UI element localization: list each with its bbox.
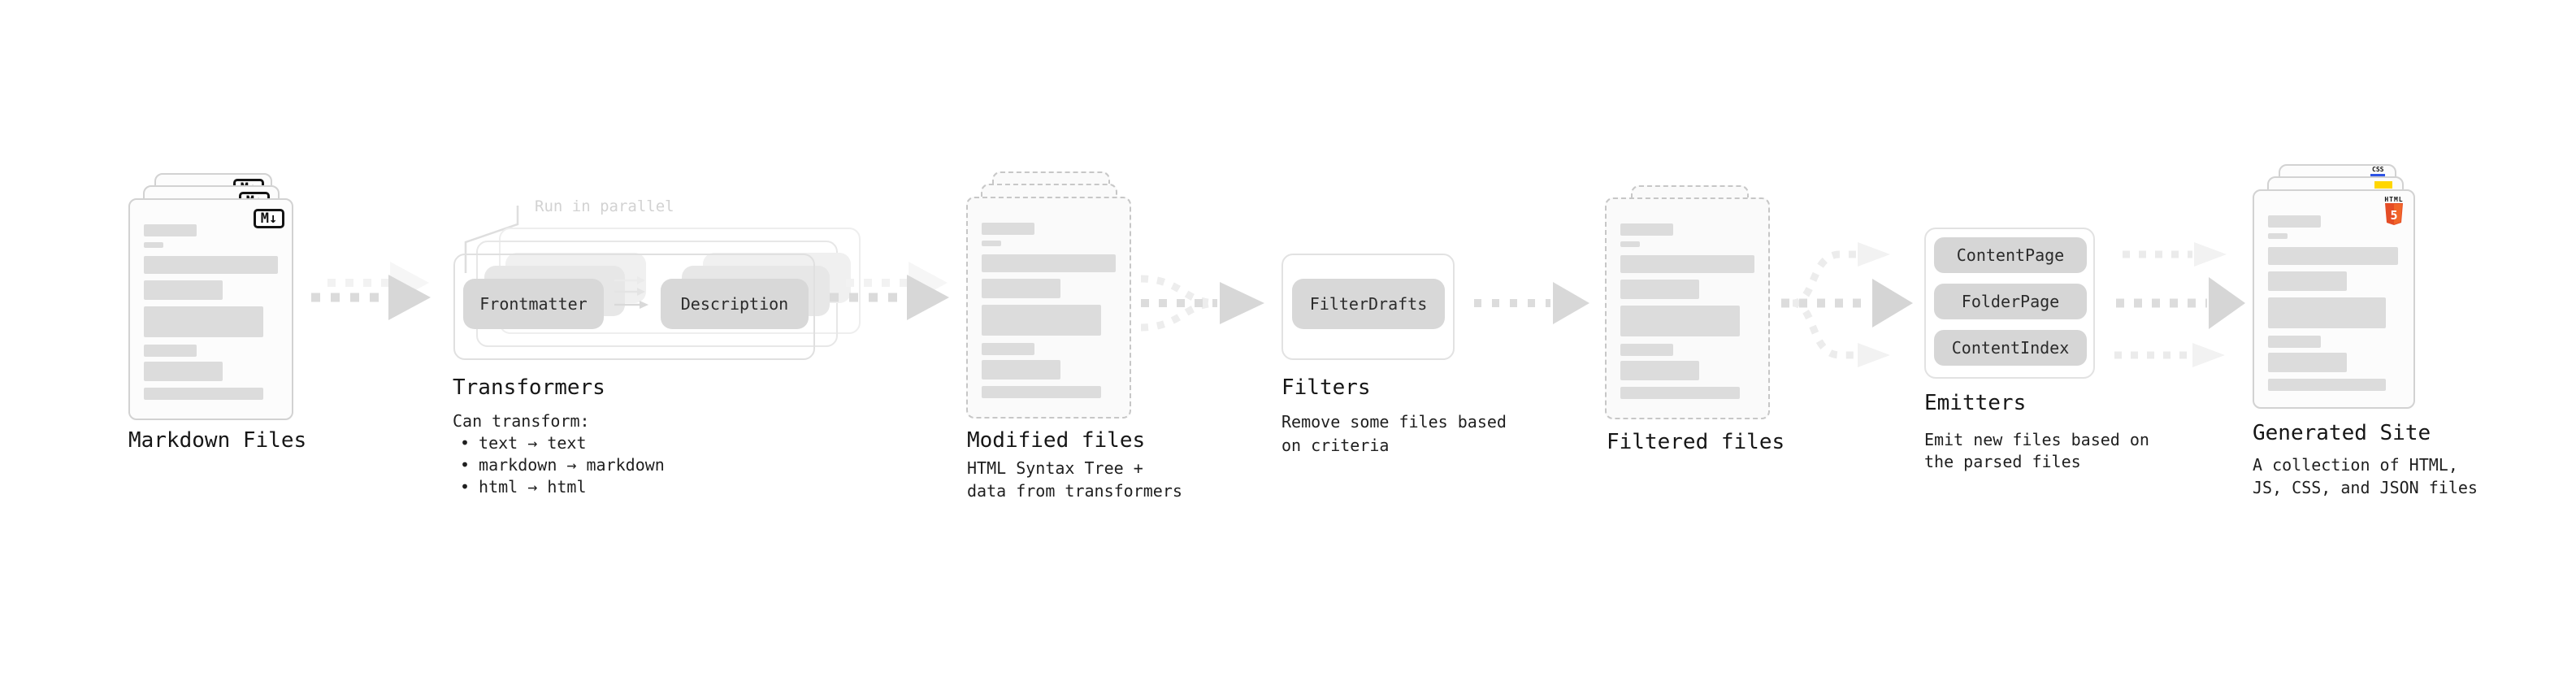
css-icon: CSS (2370, 166, 2386, 177)
js-icon (2374, 181, 2392, 189)
caption-line: on criteria (1281, 436, 1390, 455)
emitters-caption: Emit new files based on the parsed files (1924, 429, 2149, 473)
placeholder-bar (982, 305, 1101, 336)
caption-line: JS, CSS, and JSON files (2253, 478, 2478, 497)
bullet-line: • text → text (453, 432, 665, 454)
caption-line: HTML Syntax Tree + (967, 458, 1143, 478)
caption-line: data from transformers (967, 481, 1182, 501)
placeholder-bar (2268, 336, 2321, 348)
caption-line: Emit new files based on (1924, 430, 2149, 449)
placeholder-bar (982, 279, 1060, 298)
html5-icon-word: HTML (2384, 196, 2404, 203)
placeholder-bar (2268, 247, 2398, 265)
placeholder-bar (982, 223, 1034, 235)
caption-line: the parsed files (1924, 452, 2081, 471)
placeholder-bar (144, 280, 223, 300)
transformers-label: Transformers (453, 375, 605, 400)
folderpage-pill: FolderPage (1934, 284, 2087, 319)
arrow-transformers-to-modified (826, 244, 956, 349)
placeholder-bar (982, 241, 1001, 246)
placeholder-bar (1620, 280, 1699, 299)
placeholder-bar (982, 360, 1060, 380)
transformers-box-front (453, 254, 815, 360)
bullet-line: • html → html (453, 476, 665, 498)
contentpage-pill: ContentPage (1934, 237, 2087, 273)
html5-icon: HTML 5 (2378, 196, 2410, 225)
frontmatter-pill: Frontmatter (463, 279, 604, 329)
contentindex-pill: ContentIndex (1934, 330, 2087, 366)
bullet-mark: • (460, 455, 471, 475)
placeholder-bar (2268, 271, 2347, 291)
bullet-mark: • (460, 477, 471, 497)
placeholder-bar (1620, 387, 1740, 399)
run-in-parallel-annotation: Run in parallel (535, 197, 674, 215)
placeholder-bar (144, 388, 263, 400)
modified-files-label: Modified files (967, 428, 1146, 453)
arrow-filters-to-filtered (1469, 272, 1591, 337)
caption-line: A collection of HTML, (2253, 455, 2458, 475)
placeholder-bar (1620, 306, 1740, 336)
placeholder-bar (2268, 233, 2288, 239)
css-icon-label: CSS (2372, 166, 2384, 173)
placeholder-bar (1620, 361, 1699, 380)
bullet-text: html → html (479, 477, 587, 497)
modified-files-caption: HTML Syntax Tree + data from transformer… (967, 457, 1182, 502)
arrow-markdown-to-transformers (307, 244, 437, 349)
bullet-line: • markdown → markdown (453, 454, 665, 476)
bullet-mark: • (460, 433, 471, 453)
placeholder-bar (2268, 379, 2386, 391)
placeholder-bar (144, 242, 163, 248)
arrow-modified-to-filters (1136, 248, 1270, 358)
markdown-file-card-front: M↓ (128, 198, 293, 420)
markdown-files-label: Markdown Files (128, 428, 307, 453)
description-pill: Description (661, 279, 809, 329)
placeholder-bar (2268, 297, 2386, 328)
placeholder-bar (982, 343, 1034, 355)
placeholder-bar (982, 386, 1101, 398)
filters-label: Filters (1281, 375, 1371, 400)
filtered-file-card-front (1605, 197, 1770, 419)
generated-file-card-front: HTML 5 (2253, 189, 2415, 409)
filterdrafts-pill: FilterDrafts (1292, 279, 1445, 329)
placeholder-bar (1620, 241, 1640, 247)
transformers-caption: Can transform: • text → text • markdown → … (453, 410, 665, 498)
bullet-text: markdown → markdown (479, 455, 665, 475)
placeholder-bar (144, 224, 197, 236)
arrow-emitters-to-generated (2111, 234, 2253, 376)
transformer-internal-arrows (612, 275, 657, 314)
html5-icon-number: 5 (2390, 208, 2397, 223)
placeholder-bar (2268, 353, 2347, 372)
filters-caption: Remove some files based on criteria (1281, 410, 1507, 458)
filtered-files-label: Filtered files (1607, 430, 1785, 454)
placeholder-bar (144, 256, 278, 274)
caption-line: Remove some files based (1281, 412, 1507, 432)
placeholder-bar (1620, 255, 1754, 273)
placeholder-bar (144, 345, 197, 357)
caption-line: Can transform: (453, 411, 590, 431)
markdown-icon: M↓ (254, 209, 284, 228)
generated-site-label: Generated Site (2253, 421, 2431, 445)
emitters-label: Emitters (1924, 391, 2027, 415)
placeholder-bar (982, 254, 1116, 272)
placeholder-bar (144, 306, 263, 337)
modified-file-card-front (966, 197, 1131, 419)
placeholder-bar (2268, 215, 2321, 228)
placeholder-bar (1620, 223, 1673, 236)
placeholder-bar (144, 362, 223, 381)
markdown-icon-label: M↓ (260, 210, 278, 227)
bullet-text: text → text (479, 433, 587, 453)
placeholder-bar (1620, 344, 1673, 356)
generated-site-caption: A collection of HTML, JS, CSS, and JSON … (2253, 453, 2478, 499)
arrow-filtered-to-emitters (1776, 234, 1916, 376)
run-in-parallel-leader-line (459, 202, 532, 279)
